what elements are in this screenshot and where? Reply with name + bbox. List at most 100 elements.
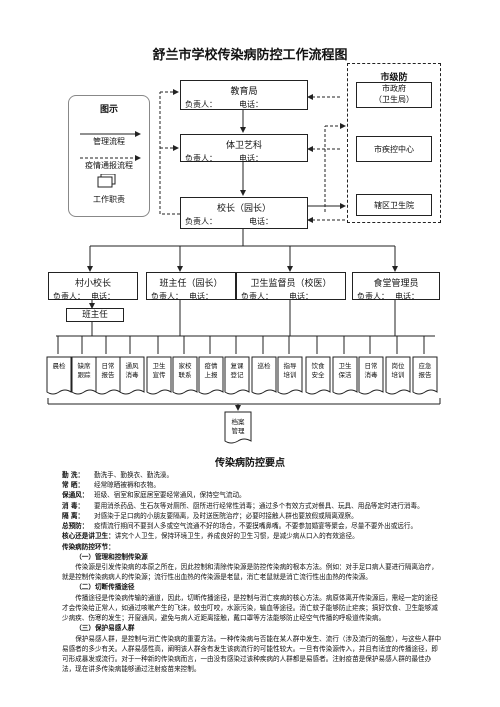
box-city-government: 市政府 （卫生局） — [356, 82, 432, 108]
duty-document: 卫生 宣传 — [146, 356, 172, 398]
key-point-label: 隔 离： — [62, 511, 85, 520]
legend-report-flow: 疫情通报流程 — [85, 161, 133, 170]
document-icon — [46, 356, 72, 395]
box-name: 教育局 — [230, 87, 258, 97]
archive-document: 档案 管理 — [224, 411, 252, 447]
legend-heading: 图示 — [99, 105, 118, 115]
archive-icon — [224, 411, 252, 444]
document-label: 疫情 上报 — [204, 362, 218, 379]
resp-label: 负责人： — [185, 154, 217, 163]
document-label: 家校 联系 — [178, 362, 192, 379]
principle-text: 传染源是引发传染病的本原之所在，因此控制和清除传染源是防控传染病的根本方法。例如… — [62, 562, 438, 582]
document-icon — [251, 356, 277, 395]
box-principal: 校长（园长） 负责人：电话： — [180, 197, 308, 229]
phone-label: 电话： — [239, 100, 263, 109]
box-name: 体卫艺科 — [225, 141, 262, 151]
box-name: 食堂管理员 — [373, 279, 419, 289]
key-point-text: 班级、宿室和家庭居室要经常通风，保持空气流动。 — [94, 491, 246, 500]
city-box-line: 市政府 — [382, 84, 406, 93]
document-icon — [172, 356, 198, 395]
box-health-inspector: 卫生监督员（校医） 负责人：电话： — [236, 272, 346, 301]
city-level-column: 市级防 市政府 （卫生局） 市疾控中心 辖区卫生院 — [347, 63, 441, 223]
box-class-teacher: 班主任 — [66, 308, 124, 322]
key-point-text: 要用消杀药品、生石灰等对厕所、厨所进行经常性消毒；通过多个有效方式对餐具、玩具、… — [94, 501, 424, 510]
document-label: 通风 消毒 — [125, 362, 139, 379]
document-icon — [95, 356, 121, 395]
duty-document: 巡检 — [251, 356, 277, 398]
section-title: 传染病防控要点 — [215, 458, 285, 469]
principle-heading: （二）切断传播途径 — [75, 583, 135, 592]
resp-label: 负责人： — [185, 217, 217, 226]
key-point-label: 保通风： — [62, 491, 89, 500]
document-icon — [224, 356, 250, 395]
box-name: 班主任（园长） — [159, 279, 223, 289]
duty-document: 晨检 — [46, 356, 72, 398]
key-point-text: 对感染于足口病的小朋友要隔离，及时送医院治疗；必要时接触人群也要放假或隔离观察。 — [94, 511, 358, 520]
document-label: 饮食 安全 — [311, 362, 325, 379]
key-point-row: 常 晒： 经常晾晒被褥和衣物。 — [62, 480, 442, 490]
key-point-label: 常 晒： — [62, 481, 85, 490]
box-name: 卫生监督员（校医） — [250, 279, 332, 289]
box-name: 村小校长 — [74, 279, 111, 289]
principle-heading: （三）保护易感人群 — [75, 624, 135, 633]
duty-document: 饮食 安全 — [305, 356, 331, 398]
resp-label: 负责人： — [357, 292, 389, 301]
document-icon — [146, 356, 172, 395]
document-label: 巡检 — [257, 362, 271, 370]
duty-document: 日常 报告 — [95, 356, 121, 398]
document-icon — [119, 356, 145, 395]
key-point-row: 核心还是讲卫生：讲究个人卫生，保持环境卫生，养成良好的卫生习惯，是减少病从口入的… — [62, 531, 442, 541]
document-label: 晨检 — [52, 362, 66, 370]
resp-label: 负责人： — [185, 100, 217, 109]
document-icon — [385, 356, 411, 395]
legend-management-flow: 管理流程 — [93, 137, 125, 146]
document-icon — [412, 356, 438, 395]
duty-document: 指导 培训 — [277, 356, 303, 398]
key-point-label: 消 毒： — [62, 501, 85, 510]
box-cdc: 市疾控中心 — [356, 136, 432, 162]
key-point-row: 消 毒： 要用消杀药品、生石灰等对厕所、厨所进行经常性消毒；通过多个有效方式对餐具… — [62, 501, 442, 511]
document-label: 日常 报告 — [101, 362, 115, 379]
resp-label: 负责人： — [151, 292, 183, 301]
document-label: 复课 登记 — [230, 362, 244, 379]
duty-document: 通风 消毒 — [119, 356, 145, 398]
document-label: 岗位 培训 — [391, 362, 405, 379]
document-icon — [358, 356, 384, 395]
archive-label: 档案 管理 — [231, 418, 245, 435]
box-name: 校长（园长） — [216, 204, 271, 214]
key-points: 勤 洗：勤洗手、勤换衣、勤洗澡。常 晒：经常晾晒被褥和衣物。保通风：班级、宿室和… — [62, 470, 442, 674]
city-box-line: 辖区卫生院 — [374, 201, 414, 210]
phone-label: 电话： — [91, 292, 115, 301]
duty-document: 缺席 跟踪 — [71, 356, 97, 398]
duty-document: 卫生 保洁 — [332, 356, 358, 398]
principle-text: 保护易感人群，是控制与消亡传染病的重要方法。一种传染病与否能在某人群中发生、流行… — [62, 634, 442, 674]
document-icon — [198, 356, 224, 395]
key-point-text: 经常晾晒被褥和衣物。 — [94, 481, 160, 490]
phone-label: 电话： — [395, 292, 419, 301]
document-icon — [71, 356, 97, 395]
box-canteen-manager: 食堂管理员 负责人： 电话： — [352, 272, 440, 301]
key-point-text: 疫情流行期间不要到人多或空气流通不好的场合，不要摸嘴鼻嘴。不要参加婚宴等聚会，尽… — [94, 522, 418, 531]
box-class-teacher-lead: 班主任（园长） 负责人： 电话： — [146, 272, 236, 301]
document-icon — [277, 356, 303, 395]
box-clinic: 辖区卫生院 — [356, 194, 432, 216]
city-box-line: （卫生局） — [374, 95, 414, 104]
key-point-row: 总预防： 疫情流行期间不要到人多或空气流通不好的场合，不要摸嘴鼻嘴。不要参加婚宴等… — [62, 521, 442, 531]
document-label: 卫生 宣传 — [152, 362, 166, 379]
resp-label: 负责人： — [53, 292, 85, 301]
phone-label: 电话： — [289, 292, 313, 301]
legend-duties: 工作职责 — [93, 195, 125, 204]
phone-label: 电话： — [239, 154, 263, 163]
key-point-row: 隔 离： 对感染于足口病的小朋友要隔离，及时送医院治疗；必要时接触人群也要放假或隔… — [62, 511, 442, 521]
duty-document: 复课 登记 — [224, 356, 250, 398]
duty-document: 日常 消毒 — [358, 356, 384, 398]
document-label: 卫生 保洁 — [338, 362, 352, 379]
page-title: 舒兰市学校传染病防控工作流程图 — [152, 48, 348, 63]
box-pe-health-dept: 体卫艺科 负责人： 电话： — [180, 134, 308, 163]
duty-document: 岗位 培训 — [385, 356, 411, 398]
document-icon — [332, 356, 358, 395]
key-point-label: 总预防： — [62, 522, 89, 531]
phone-label: 电话： — [189, 292, 213, 301]
duty-document: 家校 联系 — [172, 356, 198, 398]
